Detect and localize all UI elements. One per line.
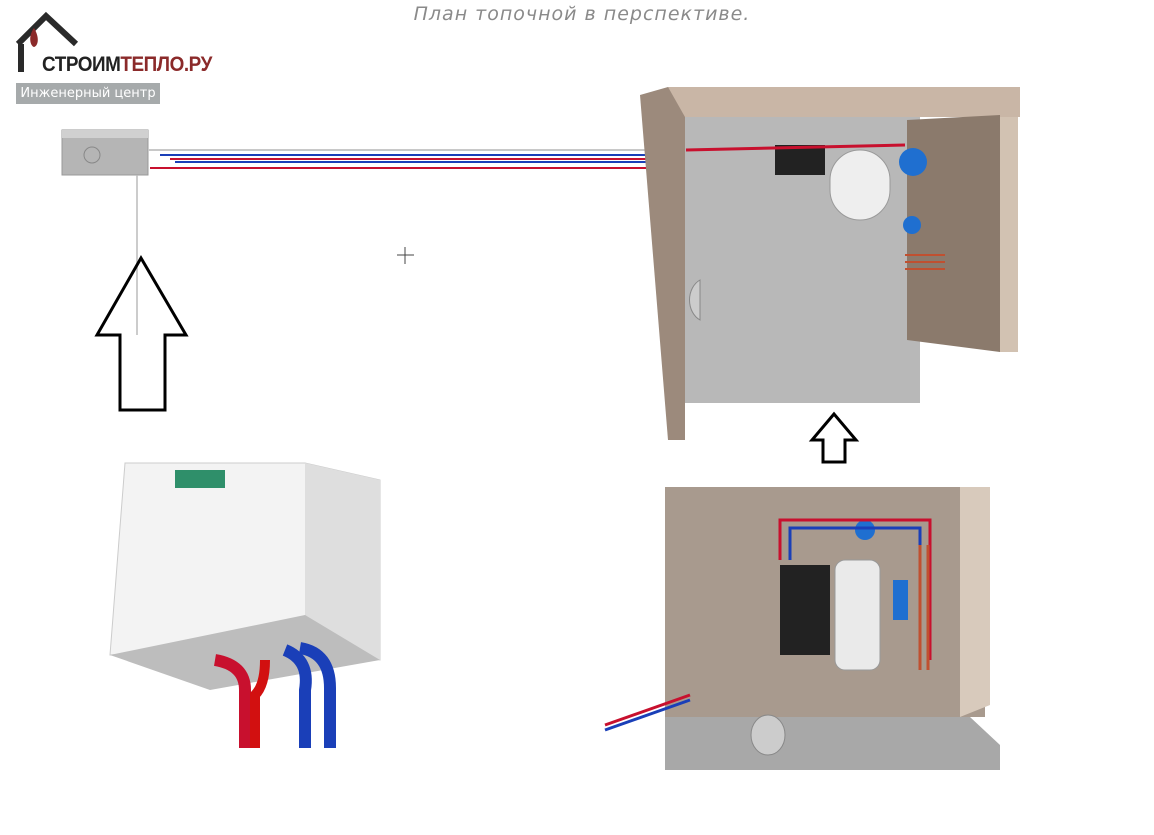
pipes — [136, 149, 655, 335]
arrow-up-icon — [808, 411, 860, 464]
arrow-up-icon — [94, 255, 189, 412]
brand-badge: Инженерный центр — [16, 83, 160, 104]
crosshair-icon — [397, 247, 414, 264]
boiler-room-3d — [604, 487, 1000, 770]
boiler-room-perspective — [640, 87, 1020, 440]
boiler-3d — [109, 462, 381, 748]
brand-accent: ТЕПЛО.РУ — [120, 53, 212, 76]
house-flame-logo — [15, 11, 79, 72]
boiler-plan — [61, 129, 149, 176]
brand-name: СТРОИМТЕПЛО.РУ — [42, 53, 212, 77]
page-title: План топочной в перспективе. — [413, 3, 751, 25]
brand-dark: СТРОИМ — [42, 53, 121, 76]
